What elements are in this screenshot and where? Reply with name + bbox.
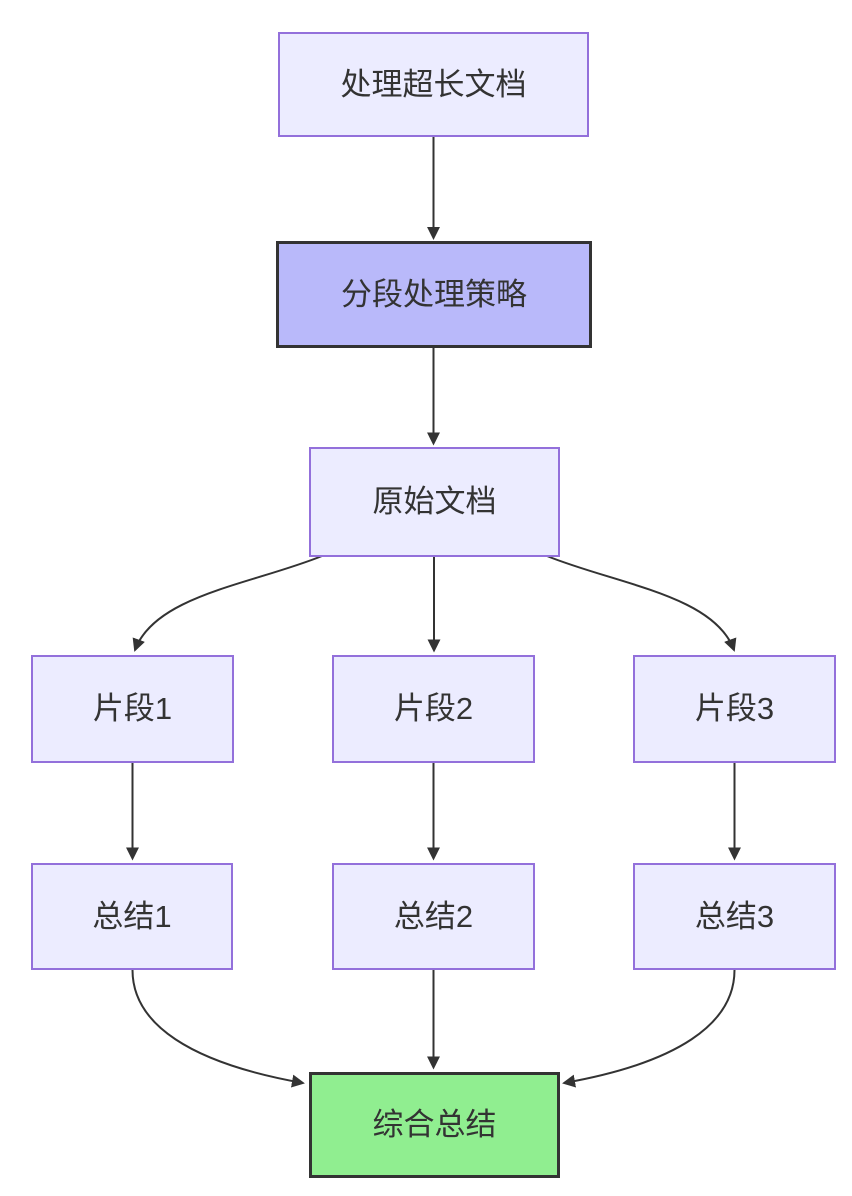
node-fragment-1: 片段1 [31,655,234,763]
edge-summary-3-to-final [562,969,736,1088]
node-final-summary: 综合总结 [309,1072,560,1178]
node-fragment-2: 片段2 [332,655,535,763]
node-fragment-3: 片段3 [633,655,836,763]
node-segmentation-strategy: 分段处理策略 [276,241,592,348]
edge-summary-1-to-final [131,969,305,1088]
node-process-long-document: 处理超长文档 [278,32,589,137]
node-summary-1: 总结1 [31,863,233,970]
node-summary-3: 总结3 [633,863,836,970]
edge-original-to-fragment-1 [132,555,323,652]
node-summary-2: 总结2 [332,863,535,970]
node-original-document: 原始文档 [309,447,560,557]
edge-original-to-fragment-3 [546,555,737,652]
